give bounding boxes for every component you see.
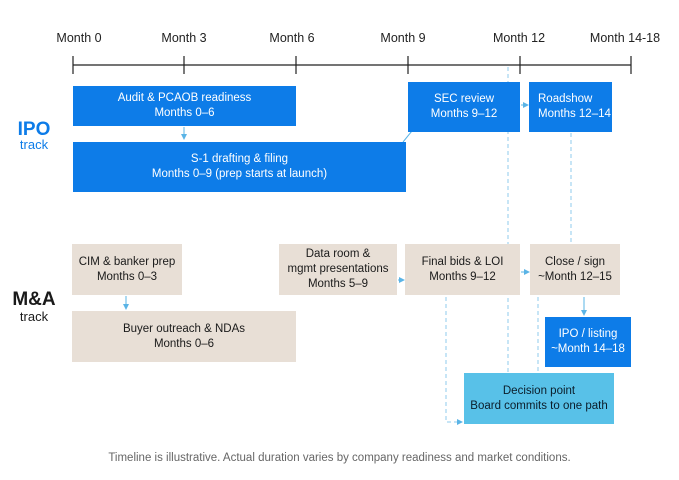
tick-label-month12: Month 12 bbox=[492, 31, 546, 45]
cim-box: CIM & banker prep Months 0–3 bbox=[72, 244, 182, 295]
footnote: Timeline is illustrative. Actual duratio… bbox=[108, 452, 571, 464]
ma-track-subtitle: track bbox=[19, 309, 49, 324]
roadshow-months: Months 12–14 bbox=[538, 108, 611, 120]
decision-title: Decision point bbox=[502, 384, 576, 397]
ipo-track-subtitle: track bbox=[19, 137, 49, 152]
roadshow-box: Roadshow Months 12–14 bbox=[529, 82, 612, 132]
s1-title: S-1 drafting & filing bbox=[190, 153, 289, 165]
audit-months: Months 0–6 bbox=[154, 107, 215, 119]
decision-subtitle: Board commits to one path bbox=[470, 399, 608, 412]
close-title: Close / sign bbox=[544, 255, 606, 268]
roadshow-title: Roadshow bbox=[538, 93, 593, 105]
s1-months: Months 0–9 (prep starts at launch) bbox=[151, 168, 328, 180]
ipo-track-title: IPO bbox=[17, 119, 51, 140]
final-bids-box: Final bids & LOI Months 9–12 bbox=[405, 244, 520, 295]
tick-label-month14-18: Month 14-18 bbox=[589, 31, 661, 45]
cim-title: CIM & banker prep bbox=[78, 255, 176, 268]
cim-months: Months 0–3 bbox=[96, 270, 158, 283]
listing-title: IPO / listing bbox=[558, 328, 618, 340]
close-sign-box: Close / sign ~Month 12–15 bbox=[530, 244, 620, 295]
outreach-title: Buyer outreach & NDAs bbox=[122, 322, 246, 335]
tick-label-month9: Month 9 bbox=[380, 31, 426, 45]
bids-months: Months 9–12 bbox=[429, 270, 496, 283]
ipo-listing-box: IPO / listing ~Month 14–18 bbox=[545, 317, 631, 367]
outreach-box: Buyer outreach & NDAs Months 0–6 bbox=[72, 311, 296, 362]
s1-box: S-1 drafting & filing Months 0–9 (prep s… bbox=[73, 142, 406, 192]
audit-title: Audit & PCAOB readiness bbox=[117, 92, 252, 104]
sec-title: SEC review bbox=[433, 93, 495, 105]
dataroom-title-line1: Data room & bbox=[305, 248, 371, 260]
bids-title: Final bids & LOI bbox=[421, 255, 504, 268]
dataroom-box: Data room & mgmt presentations Months 5–… bbox=[279, 244, 397, 295]
connector-bids-decision bbox=[445, 297, 463, 425]
ma-track-title: M&A bbox=[12, 289, 56, 310]
sec-review-box: SEC review Months 9–12 bbox=[408, 82, 520, 132]
sec-months: Months 9–12 bbox=[430, 108, 498, 120]
listing-months: ~Month 14–18 bbox=[551, 343, 625, 355]
dataroom-title-line2: mgmt presentations bbox=[287, 263, 389, 275]
dataroom-months: Months 5–9 bbox=[307, 278, 369, 290]
tick-label-month6: Month 6 bbox=[269, 31, 315, 45]
audit-box: Audit & PCAOB readiness Months 0–6 bbox=[73, 86, 296, 126]
tick-label-month0: Month 0 bbox=[56, 31, 102, 45]
decision-point-box: Decision point Board commits to one path bbox=[464, 373, 614, 424]
tick-label-month3: Month 3 bbox=[161, 31, 207, 45]
outreach-months: Months 0–6 bbox=[153, 337, 215, 350]
close-months: ~Month 12–15 bbox=[538, 270, 612, 283]
